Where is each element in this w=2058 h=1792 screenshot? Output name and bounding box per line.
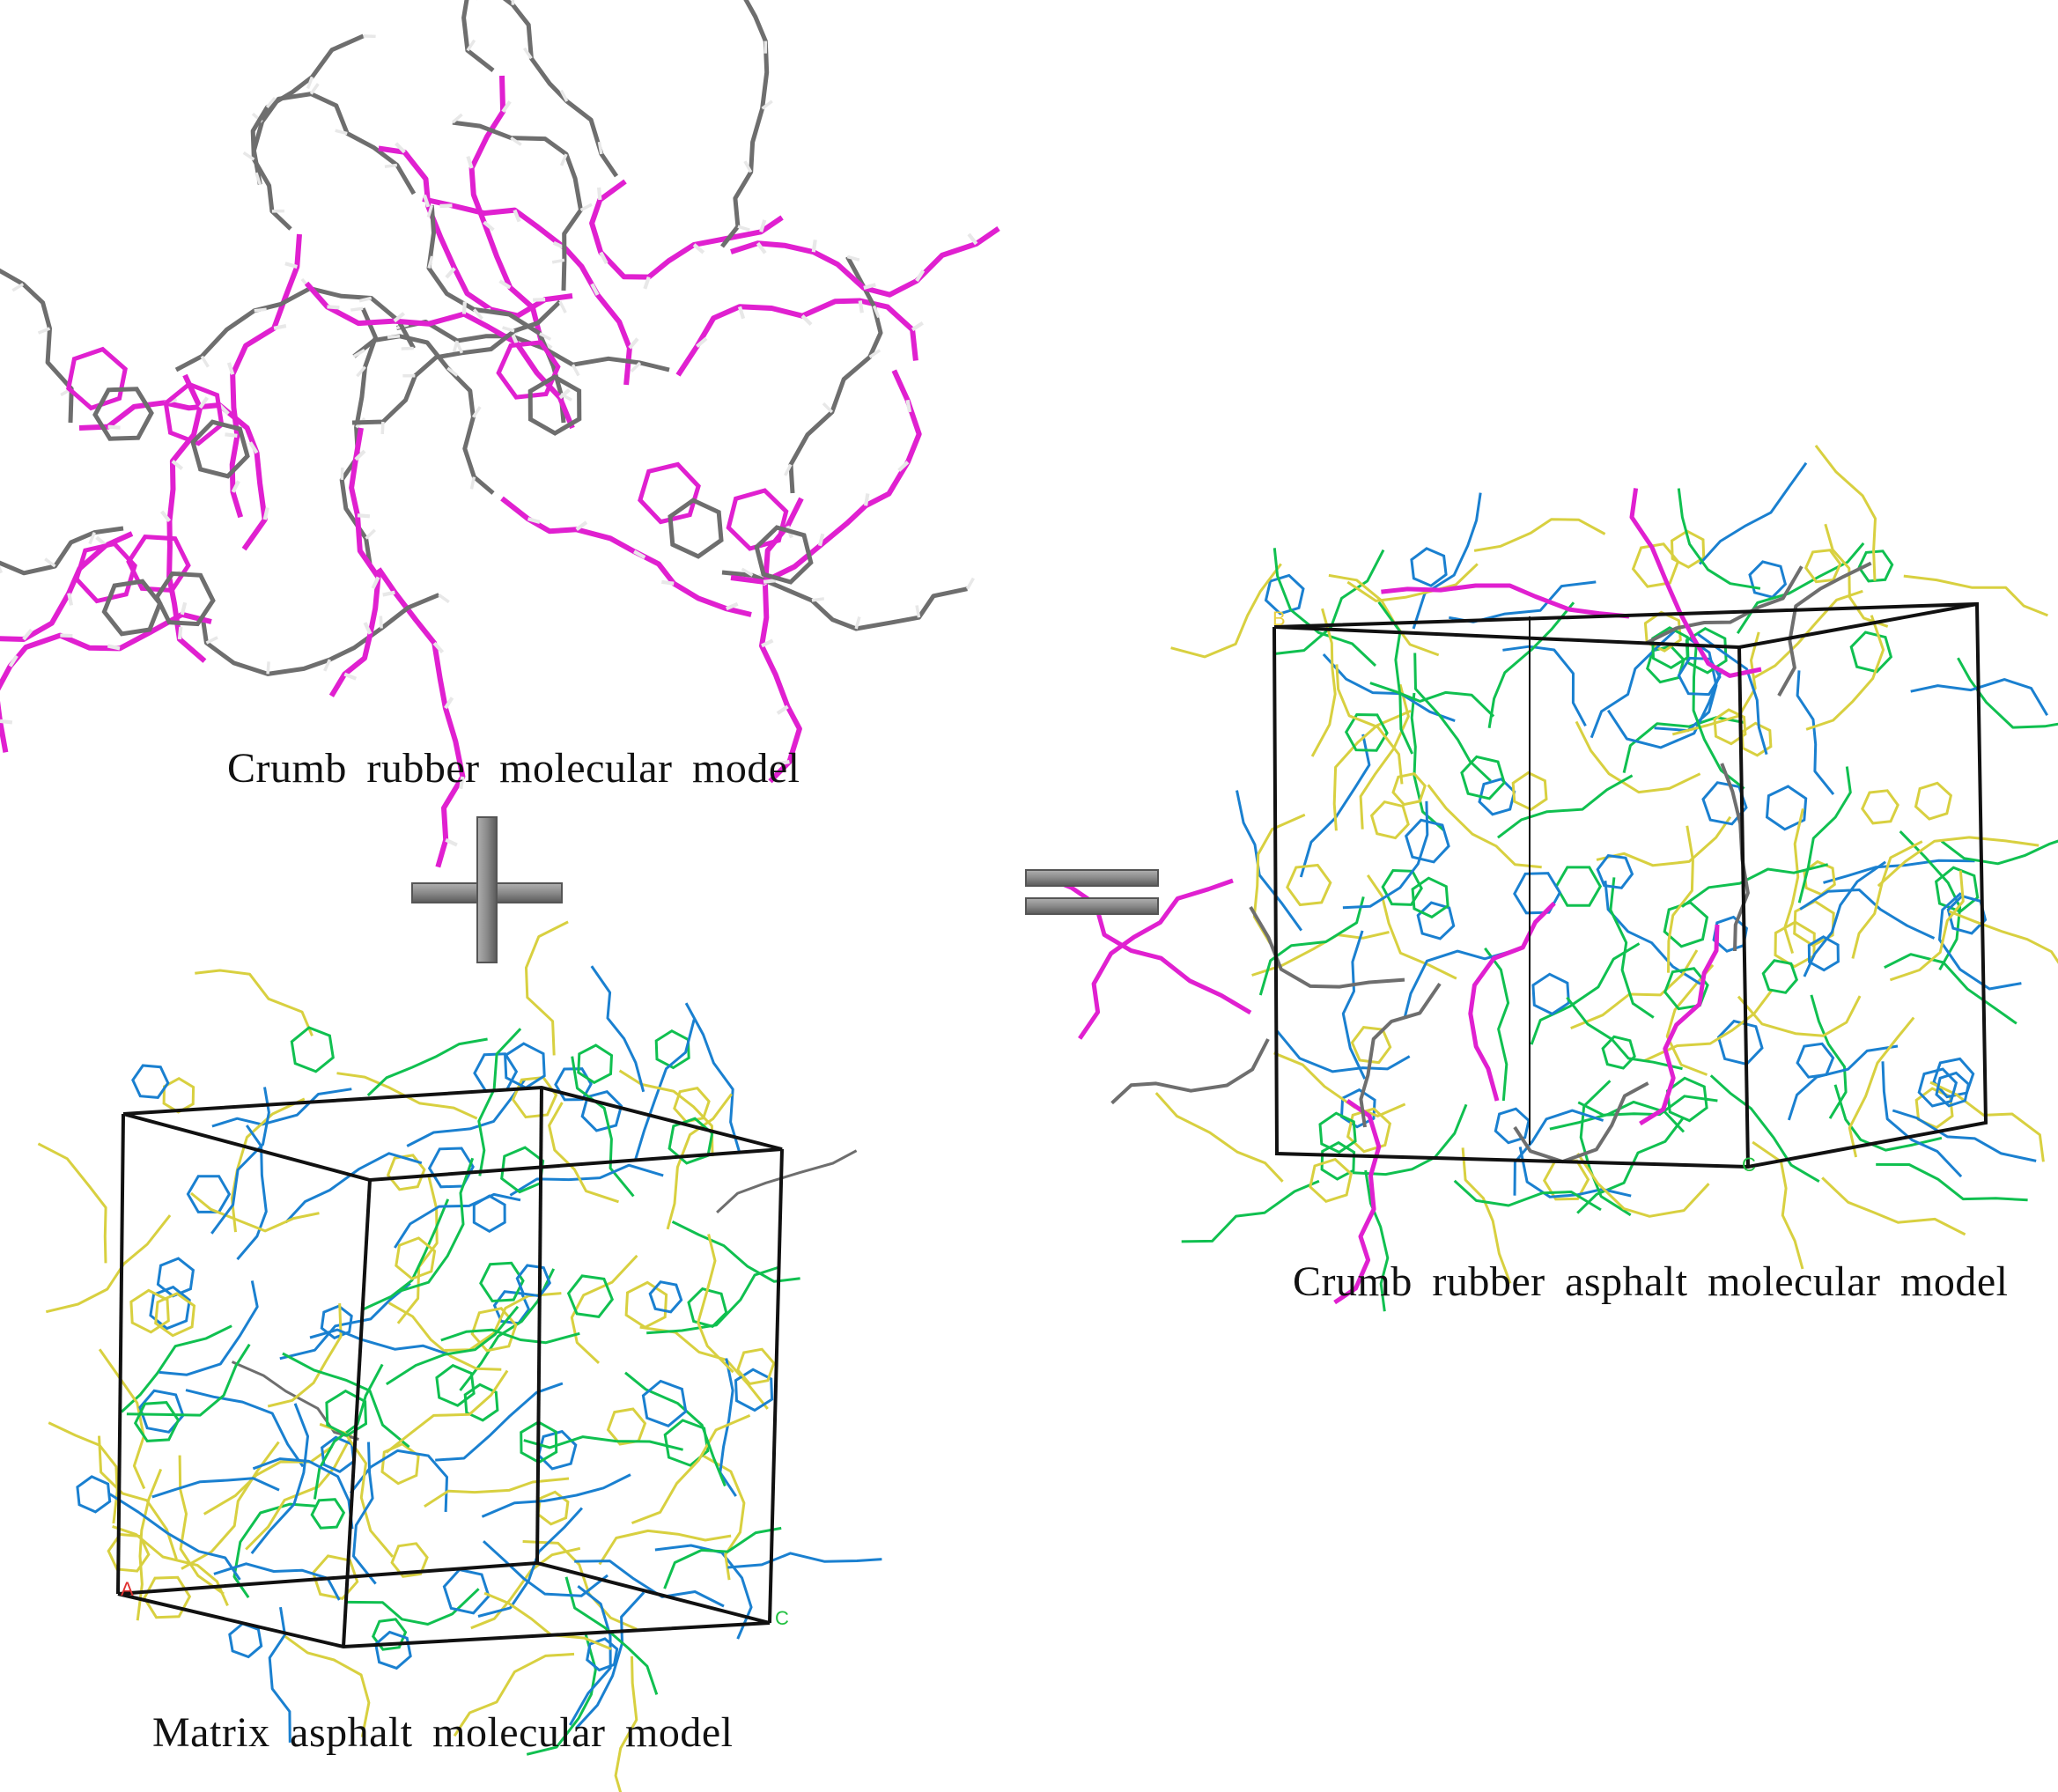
equals-sign <box>1025 869 1159 915</box>
crumb-rubber-molecule <box>0 0 1000 868</box>
matrix-asphalt-cell-box <box>116 1085 784 1649</box>
composite-caption: Crumb rubber asphalt molecular model <box>1293 1258 2009 1305</box>
crumb-rubber-asphalt-molecule <box>1037 444 2058 1312</box>
plus-sign <box>411 816 563 963</box>
matrix-asphalt-molecule <box>37 920 882 1792</box>
crumb-rubber-caption: Crumb rubber molecular model <box>227 745 800 792</box>
axis-label-c-composite: C <box>1742 1154 1756 1176</box>
matrix-asphalt-caption: Matrix asphalt molecular model <box>152 1709 734 1756</box>
axis-label-c: C <box>775 1607 789 1629</box>
composite-cell-box <box>1272 601 1988 1169</box>
axis-label-a: A <box>121 1578 134 1600</box>
axis-label-b: B <box>1272 608 1286 630</box>
